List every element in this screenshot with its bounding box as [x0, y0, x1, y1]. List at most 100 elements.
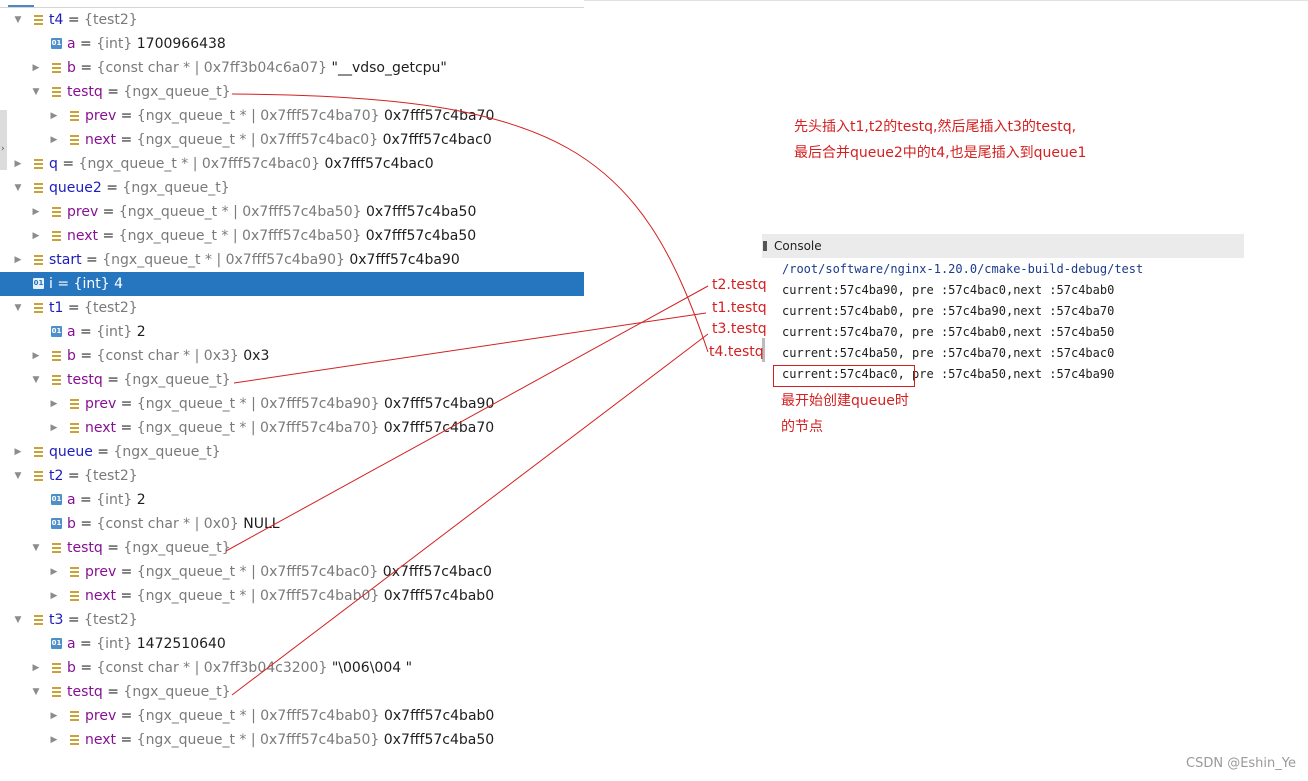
tree-row[interactable]: ▶ b = {const char * | 0x7ff3b04c3200} "\0… — [0, 656, 584, 680]
side-gutter[interactable] — [0, 110, 7, 170]
tree-row[interactable]: ▶ next = {ngx_queue_t * | 0x7fff57c4bab0}… — [0, 584, 584, 608]
box-note-line-2: 的节点 — [781, 419, 823, 435]
chevron-right-icon[interactable]: › — [1, 144, 5, 154]
equals-sign: = — [102, 372, 124, 388]
tree-row[interactable]: ▼queue2 = {ngx_queue_t} — [0, 176, 584, 200]
tree-row[interactable]: ▼t1 = {test2} — [0, 296, 584, 320]
tree-row[interactable]: ▶prev = {ngx_queue_t * | 0x7fff57c4ba50}… — [0, 200, 584, 224]
equals-sign: = — [75, 324, 97, 340]
tree-row[interactable]: ▶ prev = {ngx_queue_t * | 0x7fff57c4bac0}… — [0, 560, 584, 584]
variable-text: queue = {ngx_queue_t} — [49, 440, 221, 464]
tree-row[interactable]: ▶ queue = {ngx_queue_t} — [0, 440, 584, 464]
struct-field-icon — [33, 302, 44, 313]
variable-text: prev = {ngx_queue_t * | 0x7fff57c4bab0} … — [85, 704, 494, 728]
variable-value: 4 — [114, 276, 123, 292]
equals-sign: = — [63, 300, 85, 316]
expand-right-icon[interactable]: ▶ — [32, 231, 40, 241]
variable-type: {int} — [96, 636, 133, 652]
tree-row[interactable]: ▼ t2 = {test2} — [0, 464, 584, 488]
expand-right-icon[interactable]: ▶ — [50, 567, 58, 577]
variable-value: 0x7fff57c4ba50 — [365, 228, 477, 244]
tree-row[interactable]: ▼testq = {ngx_queue_t} — [0, 368, 584, 392]
variable-text: t3 = {test2} — [49, 608, 138, 632]
tree-row[interactable]: ▶start = {ngx_queue_t * | 0x7fff57c4ba90… — [0, 248, 584, 272]
tree-row[interactable]: ▶next = {ngx_queue_t * | 0x7fff57c4bac0}… — [0, 128, 584, 152]
variable-name: t1 — [49, 300, 64, 316]
tree-row[interactable]: ▶ prev = {ngx_queue_t * | 0x7fff57c4bab0}… — [0, 704, 584, 728]
tree-row[interactable]: ▼testq = {ngx_queue_t} — [0, 536, 584, 560]
variable-value: 0x7fff57c4ba50 — [383, 732, 495, 748]
primitive-value-icon: 01 — [51, 326, 62, 337]
variable-type: {int} — [73, 276, 110, 292]
tree-row[interactable]: ▶b = {const char * | 0x7ff3b04c6a07} "__… — [0, 56, 584, 80]
arrow-t4 — [231, 93, 709, 353]
console-header: Console — [762, 234, 1244, 258]
struct-field-icon — [51, 230, 62, 241]
expand-down-icon[interactable]: ▼ — [14, 303, 22, 313]
expand-down-icon[interactable]: ▼ — [32, 87, 40, 97]
console-output-line: current:57c4ba70, pre :57c4bab0,next :57… — [782, 325, 1115, 339]
variable-text: t2 = {test2} — [49, 464, 138, 488]
expand-down-icon[interactable]: ▼ — [14, 183, 22, 193]
expand-right-icon[interactable]: ▶ — [32, 63, 40, 73]
equals-sign: = — [116, 588, 137, 604]
variable-type: {ngx_queue_t * | 0x7fff57c4ba70} — [136, 420, 380, 436]
equals-sign: = — [98, 228, 119, 244]
expand-down-icon[interactable]: ▼ — [32, 375, 40, 385]
tree-row[interactable]: ▶next = {ngx_queue_t * | 0x7fff57c4ba70}… — [0, 416, 584, 440]
expand-right-icon[interactable]: ▶ — [50, 111, 58, 121]
tree-row[interactable]: ▼testq = {ngx_queue_t} — [0, 80, 584, 104]
expand-down-icon[interactable]: ▼ — [14, 615, 22, 625]
tree-row[interactable]: ▶q = {ngx_queue_t * | 0x7fff57c4bac0} 0x… — [0, 152, 584, 176]
expand-down-icon[interactable]: ▼ — [14, 471, 22, 481]
console-title: Console — [774, 239, 822, 253]
expand-right-icon[interactable]: ▶ — [50, 591, 58, 601]
expand-right-icon[interactable]: ▶ — [50, 423, 58, 433]
label-t1-testq: t1.testq — [712, 300, 767, 316]
equals-sign: = — [63, 468, 85, 484]
expand-right-icon[interactable]: ▶ — [32, 351, 40, 361]
equals-sign: = — [116, 132, 137, 148]
expand-right-icon[interactable]: ▶ — [14, 159, 22, 169]
variable-text: prev = {ngx_queue_t * | 0x7fff57c4bac0} … — [85, 560, 492, 584]
tree-row[interactable]: ▼ t3 = {test2} — [0, 608, 584, 632]
label-t2-testq: t2.testq — [712, 277, 767, 293]
expand-right-icon[interactable]: ▶ — [50, 735, 58, 745]
tree-row[interactable]: ▶next = {ngx_queue_t * | 0x7fff57c4ba50}… — [0, 224, 584, 248]
expand-down-icon[interactable]: ▼ — [32, 687, 40, 697]
expand-right-icon[interactable]: ▶ — [50, 711, 58, 721]
expand-right-icon[interactable]: ▶ — [50, 399, 58, 409]
expand-down-icon[interactable]: ▼ — [32, 543, 40, 553]
variable-text: b = {const char * | 0x7ff3b04c3200} "\00… — [67, 656, 412, 680]
tree-row[interactable]: ▶prev = {ngx_queue_t * | 0x7fff57c4ba90}… — [0, 392, 584, 416]
active-tab-indicator[interactable] — [8, 5, 34, 7]
variable-name: prev — [85, 396, 117, 412]
variable-type: {int} — [96, 36, 133, 52]
struct-field-icon — [51, 350, 62, 361]
equals-sign: = — [57, 156, 79, 172]
expand-right-icon[interactable]: ▶ — [32, 663, 40, 673]
expand-down-icon[interactable]: ▼ — [14, 15, 22, 25]
variable-name: next — [85, 588, 117, 604]
variable-name: t3 — [49, 612, 64, 628]
equals-sign: = — [102, 684, 124, 700]
tree-row[interactable]: ▶b = {const char * | 0x3} 0x3 — [0, 344, 584, 368]
expand-right-icon[interactable]: ▶ — [14, 255, 22, 265]
tree-row[interactable]: ▼testq = {ngx_queue_t} — [0, 680, 584, 704]
variable-type: {ngx_queue_t * | 0x7fff57c4bab0} — [136, 588, 380, 604]
variable-name: b — [67, 660, 76, 676]
variable-type: {ngx_queue_t * | 0x7fff57c4ba50} — [136, 732, 380, 748]
divider — [584, 0, 1308, 1]
tree-row[interactable]: ▼t4 = {test2} — [0, 8, 584, 32]
expand-right-icon[interactable]: ▶ — [14, 447, 22, 457]
tree-row[interactable]: ▶next = {ngx_queue_t * | 0x7fff57c4ba50}… — [0, 728, 584, 752]
expand-right-icon[interactable]: ▶ — [32, 207, 40, 217]
expand-right-icon[interactable]: ▶ — [50, 135, 58, 145]
